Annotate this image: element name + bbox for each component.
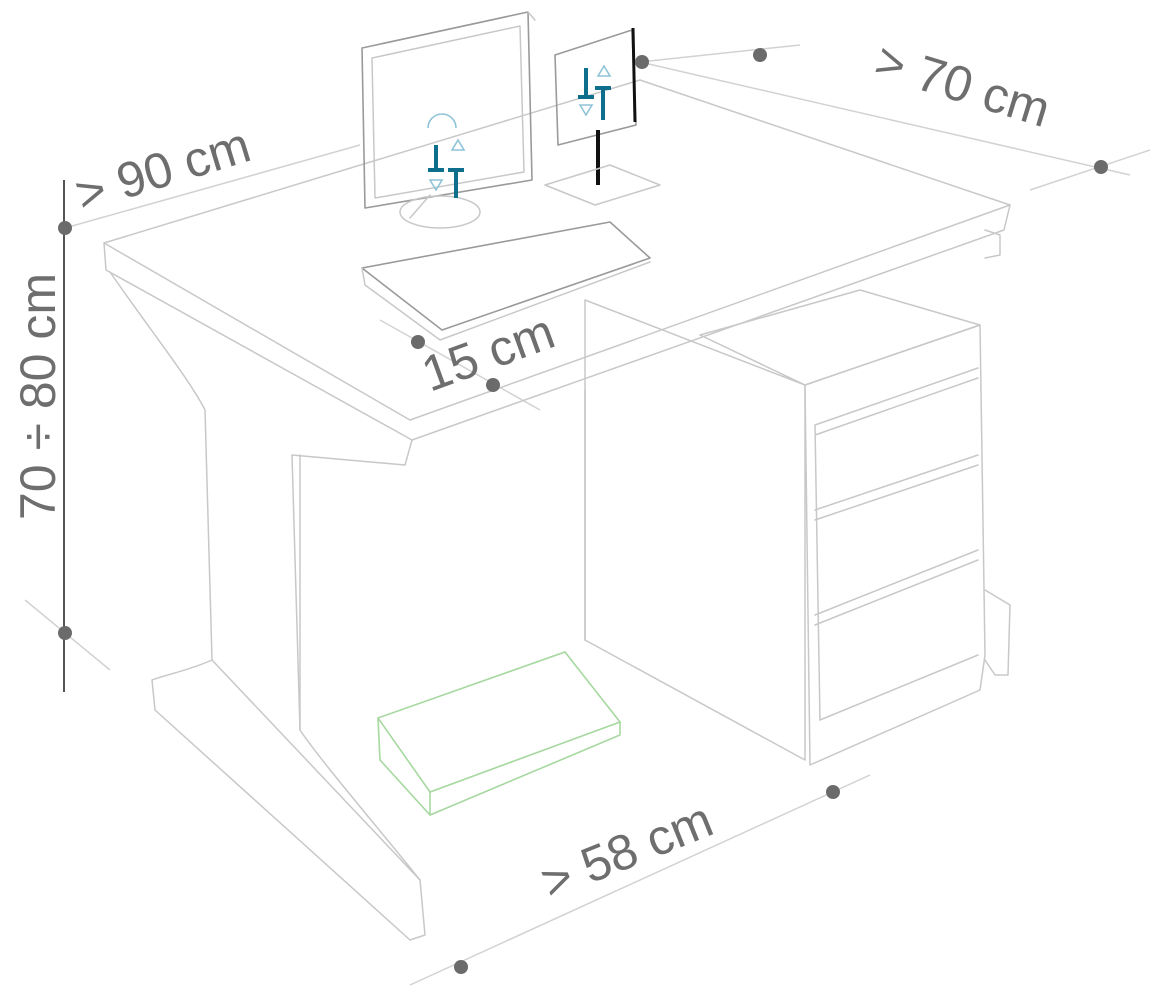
monitor-stand-neck [409, 194, 431, 219]
side-monitor [544, 27, 661, 206]
drawer-stack-left-edge [814, 424, 821, 721]
drawer-3-top [814, 549, 979, 616]
monitor-bezel-corner [527, 11, 536, 21]
drawer-2-top [814, 454, 979, 511]
legspace-dimension-line [409, 774, 871, 986]
depth-extension-top [639, 44, 801, 63]
width-dimension-line [64, 144, 361, 229]
dot-legspace-end [826, 785, 840, 799]
drawer-stack-bottom [819, 654, 979, 721]
keyboard-edge [361, 261, 651, 341]
up-down-arrows-icon [427, 113, 466, 198]
dimension-labels: > 90 cm > 70 cm 70 ÷ 80 cm 15 cm > 58 cm [10, 32, 1057, 910]
dot-depth-end [1094, 160, 1108, 174]
drawer-2-top-lip [814, 464, 979, 521]
dot-legspace-start [454, 960, 468, 974]
drawer-3-top-lip [814, 559, 979, 626]
footrest-top [376, 651, 622, 793]
label-desk-width: > 90 cm [69, 117, 257, 223]
dimension-dots [58, 48, 1108, 974]
up-down-arrows-icon [578, 64, 612, 120]
dot-keyboard-start [411, 335, 425, 349]
desk-left-panel [109, 271, 426, 941]
footrest [376, 651, 622, 816]
pedestal-top [699, 289, 981, 386]
depth-extension-bottom [1029, 149, 1151, 191]
drawer-1-top [814, 367, 979, 426]
desk-back-bracket [984, 229, 1001, 259]
dot-height-top [58, 221, 72, 235]
label-desk-height: 70 ÷ 80 cm [10, 273, 66, 520]
keyboard-offset-line [379, 319, 541, 411]
dot-depth-start [635, 55, 649, 69]
desk-left-panel-base [211, 659, 421, 881]
monitor-frame [361, 11, 533, 209]
keyboard [361, 221, 651, 341]
label-leg-space: > 58 cm [533, 791, 720, 910]
monitor-screen [371, 25, 525, 199]
depth-dimension-line [639, 61, 1131, 176]
pedestal-front [804, 324, 986, 766]
label-desk-depth: > 70 cm [869, 32, 1057, 138]
side-monitor-base [544, 164, 661, 206]
dot-keyboard-end [486, 378, 500, 392]
keyboard-outline [361, 221, 651, 331]
main-monitor [361, 11, 536, 229]
side-monitor-edge [631, 27, 637, 123]
desk-right-leg [984, 589, 1011, 676]
dot-height-bottom [58, 626, 72, 640]
monitor-stand-base [399, 195, 481, 229]
side-monitor-frame [554, 29, 637, 146]
drawer-1-top-lip [814, 377, 979, 436]
dot-depth-mid [753, 48, 767, 62]
desk [103, 79, 1011, 941]
